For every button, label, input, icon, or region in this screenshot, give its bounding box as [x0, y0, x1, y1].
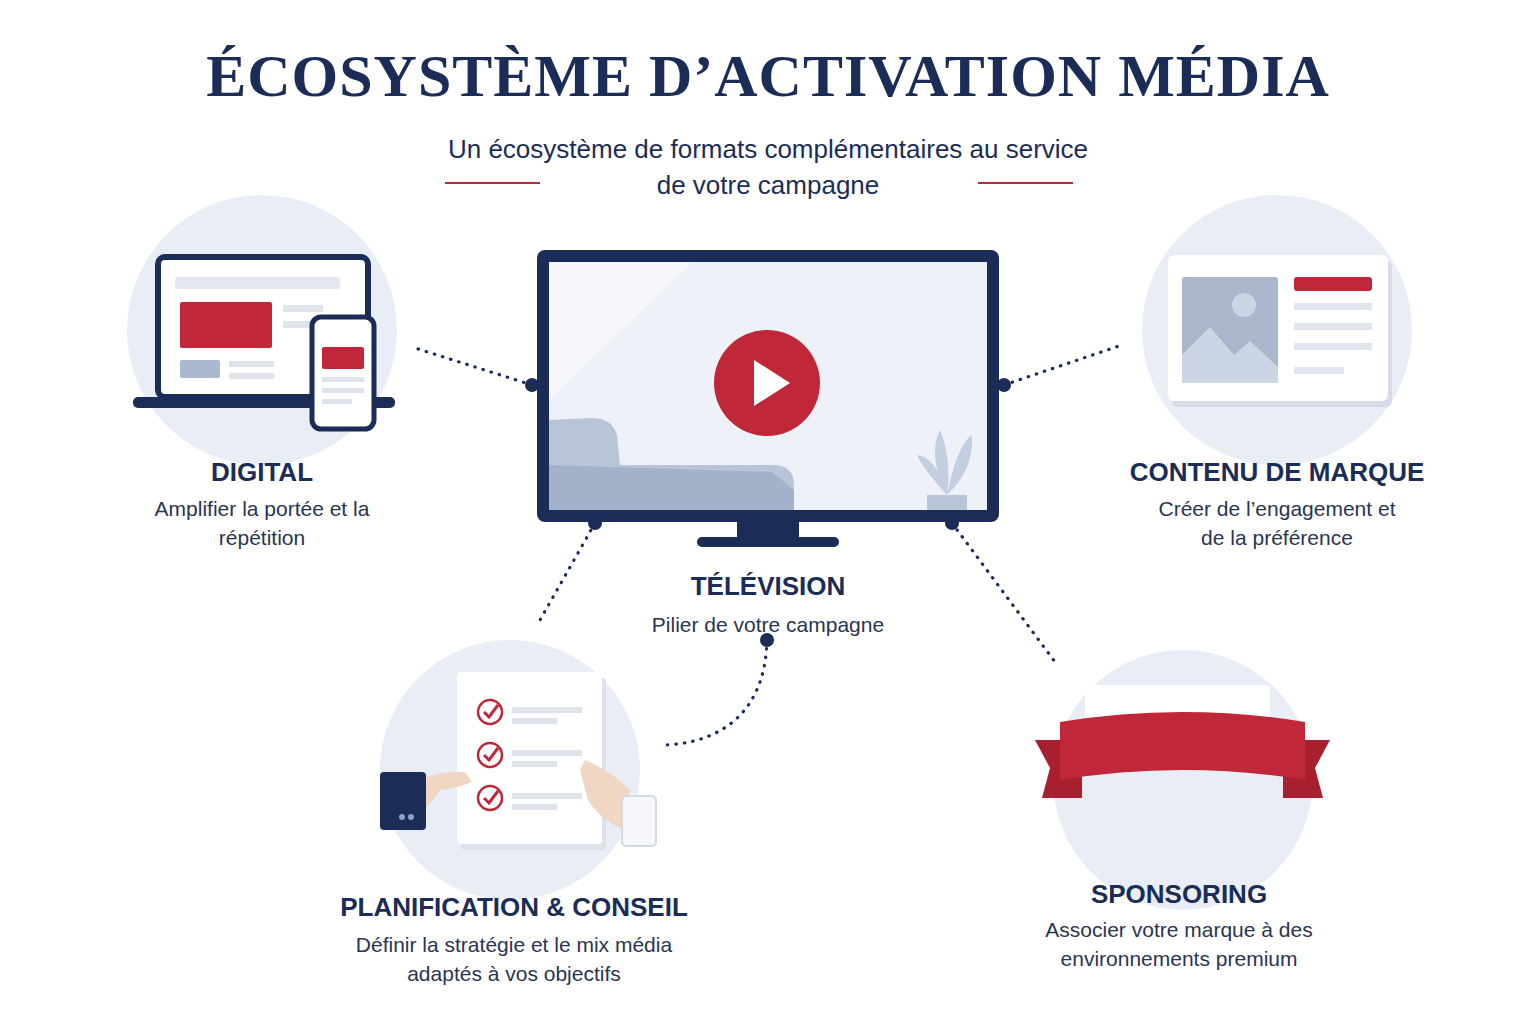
node-heading: DIGITAL	[32, 457, 492, 488]
red-rule	[445, 182, 540, 184]
media-node: PLANIFICATION & CONSEILDéfinir la straté…	[340, 620, 690, 990]
media-node: DIGITALAmplifier la portée et la répétit…	[125, 195, 415, 555]
connector-dot	[997, 378, 1011, 392]
node-icon	[532, 250, 1004, 550]
dotted-connector	[415, 348, 532, 385]
node-icon	[1122, 195, 1437, 465]
node-heading: TÉLÉVISION	[538, 571, 998, 602]
media-node: TÉLÉVISION Pilier de votre campagne	[532, 250, 1004, 640]
dotted-connector	[952, 523, 1055, 662]
media-node: SPONSORINGAssocier votre marque à des en…	[1010, 650, 1355, 970]
node-heading: PLANIFICATION & CONSEIL	[284, 892, 744, 923]
node-icon	[1010, 650, 1340, 910]
node-description: Définir la stratégie et le mix média ada…	[329, 930, 699, 988]
dotted-connector	[660, 640, 767, 745]
node-description: Associer votre marque à des environnemen…	[1009, 915, 1349, 973]
node-icon	[340, 620, 670, 900]
node-description: Créer de l’engagement et de la préférenc…	[1152, 494, 1402, 552]
dotted-connector	[540, 523, 595, 620]
red-rule	[978, 182, 1073, 184]
dotted-connector	[1004, 345, 1122, 385]
node-icon	[125, 195, 405, 435]
media-node: CONTENU DE MARQUECréer de l’engagement e…	[1122, 195, 1437, 555]
node-heading: CONTENU DE MARQUE	[1047, 457, 1507, 488]
title: ÉCOSYSTÈME D’ACTIVATION MÉDIA	[0, 42, 1536, 111]
caption: Un écosystème de formats complémentaires…	[436, 131, 1100, 203]
node-heading: SPONSORING	[949, 879, 1409, 910]
node-description: Amplifier la portée et la répétition	[152, 494, 372, 552]
connector-dot	[525, 378, 539, 392]
node-description: Pilier de votre campagne	[558, 610, 978, 639]
